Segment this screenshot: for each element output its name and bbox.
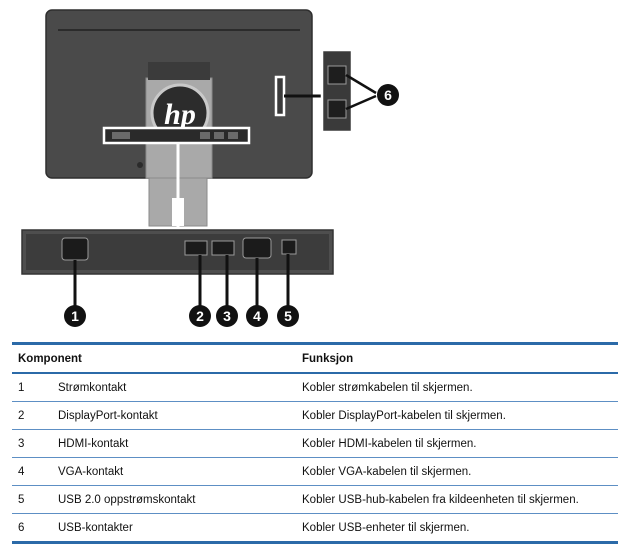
row-component: USB 2.0 oppstrømskontakt: [52, 485, 296, 514]
table-header-row: Komponent Funksjon: [12, 342, 618, 374]
row-number: 5: [12, 485, 52, 514]
table-row: 6 USB-kontakter Kobler USB-enheter til s…: [12, 513, 618, 544]
callout-5: 5: [277, 305, 299, 327]
usb-port-lower: [327, 99, 347, 119]
side-usb-panel: [320, 48, 354, 134]
row-function: Kobler HDMI-kabelen til skjermen.: [296, 429, 618, 458]
callout-1: 1: [64, 305, 86, 327]
row-component: HDMI-kontakt: [52, 429, 296, 458]
callout-2: 2: [189, 305, 211, 327]
row-number: 3: [12, 429, 52, 458]
table-row: 4 VGA-kontakt Kobler VGA-kabelen til skj…: [12, 457, 618, 486]
row-function: Kobler USB-enheter til skjermen.: [296, 513, 618, 544]
stand-mount-plate: [148, 62, 210, 80]
hdmi-connector: [211, 240, 235, 256]
svg-text:4: 4: [253, 308, 261, 324]
svg-text:3: 3: [223, 308, 231, 324]
header-component: Komponent: [12, 342, 296, 374]
monitor-rear-diagram: hp 1 2 3 4 5: [21, 9, 399, 327]
component-table: Komponent Funksjon 1 Strømkontakt Kobler…: [12, 342, 618, 544]
displayport-connector: [184, 240, 208, 256]
row-number: 6: [12, 513, 52, 544]
row-component: VGA-kontakt: [52, 457, 296, 486]
usb-upstream-connector: [281, 239, 297, 255]
callout-4: 4: [246, 305, 268, 327]
callout-6: 6: [377, 84, 399, 106]
row-number: 2: [12, 401, 52, 430]
svg-text:5: 5: [284, 308, 292, 324]
row-number: 1: [12, 373, 52, 402]
table-row: 1 Strømkontakt Kobler strømkabelen til s…: [12, 373, 618, 402]
svg-text:2: 2: [196, 308, 204, 324]
table-row: 5 USB 2.0 oppstrømskontakt Kobler USB-hu…: [12, 485, 618, 514]
hp-logo-text: hp: [164, 98, 196, 131]
side-usb-marker: [274, 75, 286, 117]
row-function: Kobler DisplayPort-kabelen til skjermen.: [296, 401, 618, 430]
usb-port-upper: [327, 65, 347, 85]
vga-connector: [242, 237, 272, 259]
row-number: 4: [12, 457, 52, 486]
row-function: Kobler strømkabelen til skjermen.: [296, 373, 618, 402]
table-row: 3 HDMI-kontakt Kobler HDMI-kabelen til s…: [12, 429, 618, 458]
svg-text:1: 1: [71, 308, 79, 324]
callout-3: 3: [216, 305, 238, 327]
header-function: Funksjon: [296, 342, 618, 374]
row-component: Strømkontakt: [52, 373, 296, 402]
row-function: Kobler VGA-kabelen til skjermen.: [296, 457, 618, 486]
table-row: 2 DisplayPort-kontakt Kobler DisplayPort…: [12, 401, 618, 430]
row-component: DisplayPort-kontakt: [52, 401, 296, 430]
svg-text:6: 6: [384, 87, 392, 103]
row-component: USB-kontakter: [52, 513, 296, 544]
power-connector: [61, 237, 89, 261]
row-function: Kobler USB-hub-kabelen fra kildeenheten …: [296, 485, 618, 514]
